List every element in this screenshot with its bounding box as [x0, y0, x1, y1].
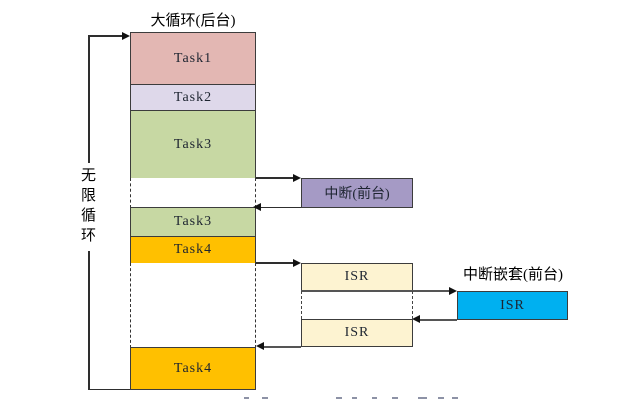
caption-remnant — [244, 397, 249, 399]
isr1-entry-arrowhead-icon — [293, 258, 301, 267]
isr1-entry-line — [256, 262, 295, 264]
nested-return-arrowhead-icon — [412, 315, 420, 323]
caption-remnant — [392, 397, 398, 399]
caption-remnant — [438, 397, 444, 399]
nested-return-line — [420, 319, 457, 321]
nested-entry-arrowhead-icon — [449, 286, 457, 295]
task3-resume-box: Task3 — [130, 207, 256, 237]
task4-resume-box: Task4 — [130, 347, 256, 390]
loop-bottom-line — [88, 388, 131, 390]
loop-top-arrowhead-icon — [122, 31, 130, 40]
nested-isr-box: ISR — [457, 291, 568, 320]
isr1-box: ISR — [301, 263, 413, 291]
task4-box: Task4 — [130, 236, 256, 264]
isr-gap-dash-left — [301, 291, 302, 319]
isr2-box: ISR — [301, 319, 413, 347]
nested-entry-line — [301, 290, 449, 292]
interrupt-entry-arrowhead-icon — [293, 173, 301, 182]
caption-remnant — [452, 397, 458, 399]
preemption-gap-1 — [130, 178, 256, 208]
task1-box: Task1 — [130, 32, 256, 85]
interrupt-foreground-box: 中断(前台) — [301, 178, 413, 208]
caption-remnant — [336, 397, 342, 399]
task2-box: Task2 — [130, 84, 256, 111]
isr-gap-dash-right — [411, 291, 413, 319]
task3-box: Task3 — [130, 110, 256, 179]
background-loop-title: 大循环(后台) — [150, 13, 236, 29]
preemption-gap-2 — [130, 263, 256, 348]
caption-remnant — [418, 397, 427, 399]
loop-top-line — [88, 35, 124, 37]
nested-interrupt-title: 中断嵌套(前台) — [463, 267, 563, 283]
caption-remnant — [262, 397, 268, 399]
infinite-loop-label: 无限循环 — [77, 163, 97, 251]
interrupt-entry-line — [256, 177, 295, 179]
isr2-return-arrowhead-icon — [256, 342, 264, 350]
interrupt-return-line — [261, 206, 301, 208]
interrupt-return-arrowhead-icon — [253, 202, 261, 211]
caption-remnant — [372, 397, 377, 399]
caption-remnant — [352, 397, 357, 399]
isr2-return-line — [264, 346, 301, 348]
